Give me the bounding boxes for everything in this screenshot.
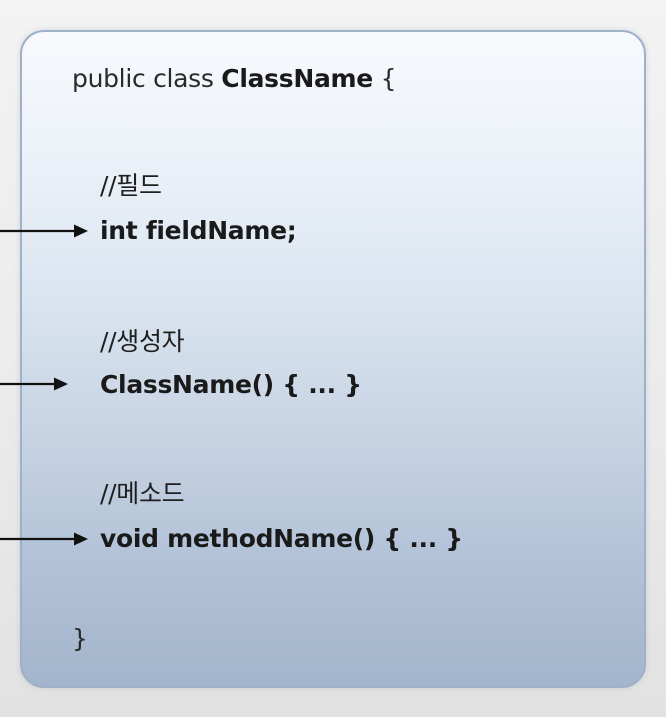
- class-declaration-line: public class ClassName {: [72, 64, 397, 93]
- method-declaration: void methodName() { ... }: [100, 524, 463, 553]
- constructor-declaration: ClassName() { ... }: [100, 370, 362, 399]
- field-declaration: int fieldName;: [100, 216, 297, 245]
- close-brace: }: [72, 624, 88, 653]
- method-comment: //메소드: [100, 479, 185, 508]
- class-name: ClassName: [221, 64, 373, 93]
- class-modifiers: public class: [72, 64, 214, 93]
- class-structure-card: [20, 30, 646, 688]
- field-comment: //필드: [100, 171, 162, 200]
- constructor-comment: //생성자: [100, 327, 185, 356]
- open-brace: {: [380, 64, 397, 93]
